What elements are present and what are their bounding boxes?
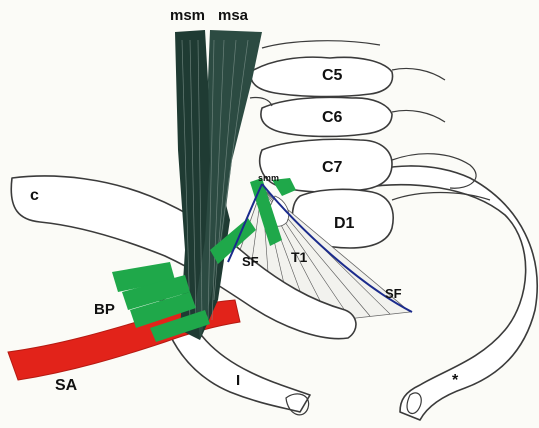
label-c5: C5 [322, 67, 343, 84]
label-sf-inner: SF [242, 254, 259, 269]
label-sa: SA [55, 377, 78, 394]
label-sf-outer: SF [385, 286, 402, 301]
label-smm: smm [258, 173, 279, 183]
label-c6: C6 [322, 109, 343, 126]
label-clavicle: c [30, 187, 39, 204]
label-c7: C7 [322, 159, 343, 176]
label-bp: BP [94, 301, 115, 318]
vertebra-c6 [250, 97, 445, 136]
label-msm: msm [170, 7, 205, 24]
vertebra-c5 [250, 41, 445, 97]
label-d1: D1 [334, 215, 355, 232]
label-first-rib: I [236, 372, 240, 389]
label-asterisk: * [452, 372, 459, 389]
label-msa: msa [218, 7, 249, 24]
label-t1: T1 [291, 249, 308, 265]
